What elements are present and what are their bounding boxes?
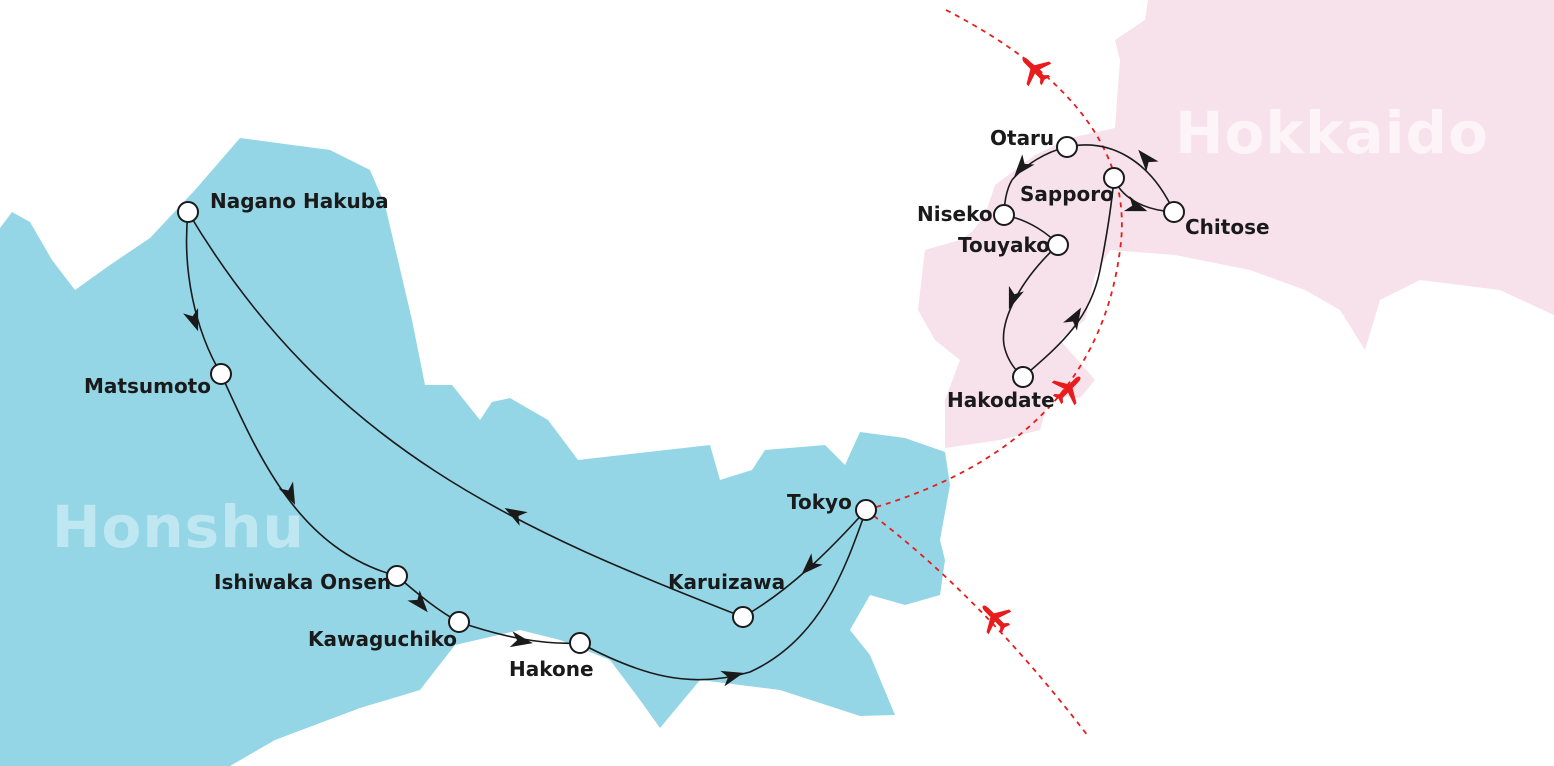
city-label-hakodate: Hakodate: [947, 388, 1055, 412]
stop-hakone[interactable]: [569, 632, 591, 654]
route-hakodate-sapporo: [1022, 177, 1115, 378]
direction-arrows: [183, 149, 1159, 687]
arrowhead-icon: [1063, 307, 1081, 331]
city-label-sapporo: Sapporo: [1020, 182, 1114, 206]
airplane-icon: [1051, 376, 1081, 406]
stop-chitose[interactable]: [1163, 201, 1185, 223]
airplane-icon: [1022, 57, 1052, 87]
city-label-ishiwaka-onsen: Ishiwaka Onsen: [214, 570, 391, 594]
arrowhead-icon: [183, 307, 199, 332]
city-label-chitose: Chitose: [1185, 215, 1270, 239]
route-touyako-hakodate: [1002, 244, 1059, 378]
city-label-matsumoto: Matsumoto: [84, 374, 211, 398]
city-label-kawaguchiko: Kawaguchiko: [308, 627, 457, 651]
stop-otaru[interactable]: [1056, 136, 1078, 158]
route-hakuba-matsumoto: [185, 211, 222, 375]
arrowhead-icon: [1014, 154, 1035, 177]
hokkaido-landmass: [918, 0, 1554, 448]
arrowhead-icon: [1138, 149, 1159, 172]
stop-hakodate[interactable]: [1012, 366, 1034, 388]
arrowhead-icon: [1123, 196, 1148, 212]
stop-sapporo[interactable]: [1103, 167, 1125, 189]
city-labels: Nagano Hakuba Matsumoto Ishiwaka Onsen K…: [84, 126, 1270, 681]
city-label-otaru: Otaru: [990, 126, 1054, 150]
stops: [177, 136, 1185, 654]
region-label-hokkaido: Hokkaido: [1175, 99, 1489, 167]
stop-nagano-hakuba[interactable]: [177, 201, 199, 223]
city-label-tokyo: Tokyo: [787, 490, 852, 514]
stop-matsumoto[interactable]: [210, 363, 232, 385]
arrowhead-icon: [278, 481, 296, 505]
region-label-honshu: Honshu: [52, 493, 305, 561]
airplanes: [982, 57, 1081, 635]
city-label-touyako: Touyako: [958, 233, 1050, 257]
stop-tokyo[interactable]: [855, 499, 877, 521]
arrowhead-icon: [801, 553, 823, 575]
city-label-karuizawa: Karuizawa: [668, 570, 785, 594]
arrowhead-icon: [504, 508, 528, 526]
stop-niseko[interactable]: [993, 204, 1015, 226]
arrowhead-icon: [720, 670, 744, 687]
route-hakone-tokyo: [579, 509, 867, 681]
arrowhead-icon: [509, 631, 533, 648]
city-label-niseko: Niseko: [917, 202, 993, 226]
stop-ishiwaka-onsen[interactable]: [386, 565, 408, 587]
flight-routes: [865, 9, 1123, 737]
stop-kawaguchiko[interactable]: [448, 611, 470, 633]
honshu-landmass: [0, 138, 950, 766]
stop-karuizawa[interactable]: [732, 606, 754, 628]
route-matsumoto-ishiwaka: [220, 373, 398, 577]
stop-touyako[interactable]: [1047, 234, 1069, 256]
arrowhead-icon: [1008, 285, 1024, 310]
city-label-nagano-hakuba: Nagano Hakuba: [210, 189, 389, 213]
city-label-hakone: Hakone: [509, 657, 594, 681]
route-karuizawa-hakuba: [187, 211, 744, 618]
arrowhead-icon: [407, 590, 428, 613]
airplane-icon: [982, 605, 1012, 635]
flight-route-south: [865, 509, 1089, 737]
